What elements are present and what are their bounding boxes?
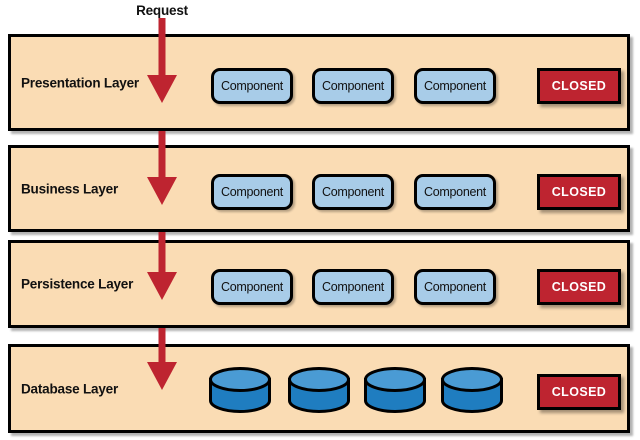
database-cylinder[interactable] [363,366,427,413]
component-label: Component [221,280,283,294]
layer-label-presentation: Presentation Layer [21,75,139,90]
layer-label-persistence: Persistence Layer [21,276,134,292]
component-label: Component [221,79,283,93]
database-cylinder-shape [364,367,426,413]
component-label: Component [322,79,384,93]
layer-label-business: Business Layer [21,181,118,196]
layer-band-presentation[interactable]: Presentation Layer Component Component Comp… [8,34,630,131]
database-cylinder-shape [209,367,271,413]
layer-band-business[interactable]: Business Layer Component Component Componen… [8,145,630,232]
status-badge-closed[interactable]: CLOSED [537,68,621,104]
database-cylinder[interactable] [440,366,504,413]
component-box[interactable]: Component [211,174,293,210]
component-box[interactable]: Component [312,174,394,210]
component-box[interactable]: Component [211,269,293,305]
component-box[interactable]: Component [414,269,496,305]
status-badge-closed[interactable]: CLOSED [537,374,621,410]
status-badge-label: CLOSED [551,280,607,294]
status-badge-label: CLOSED [551,185,607,199]
component-label: Component [221,185,283,199]
component-label: Component [424,185,486,199]
component-box[interactable]: Component [414,174,496,210]
component-label: Component [322,185,384,199]
status-badge-label: CLOSED [551,385,607,399]
component-label: Component [424,79,486,93]
database-cylinder[interactable] [287,366,351,413]
layer-band-database[interactable]: Database Layer CLOSED [8,344,630,433]
request-label: Request [136,3,188,18]
component-box[interactable]: Component [414,68,496,104]
status-badge-label: CLOSED [551,79,607,93]
database-cylinder-shape [288,367,350,413]
layer-label-database: Database Layer [21,381,119,396]
database-cylinder[interactable] [208,366,272,413]
component-box[interactable]: Component [211,68,293,104]
component-label: Component [322,280,384,294]
component-label: Component [424,280,486,294]
database-cylinder-shape [441,367,503,413]
component-box[interactable]: Component [312,269,394,305]
status-badge-closed[interactable]: CLOSED [537,269,621,305]
component-box[interactable]: Component [312,68,394,104]
status-badge-closed[interactable]: CLOSED [537,174,621,210]
layer-band-persistence[interactable]: Persistence Layer Component Component Compo… [8,240,630,328]
